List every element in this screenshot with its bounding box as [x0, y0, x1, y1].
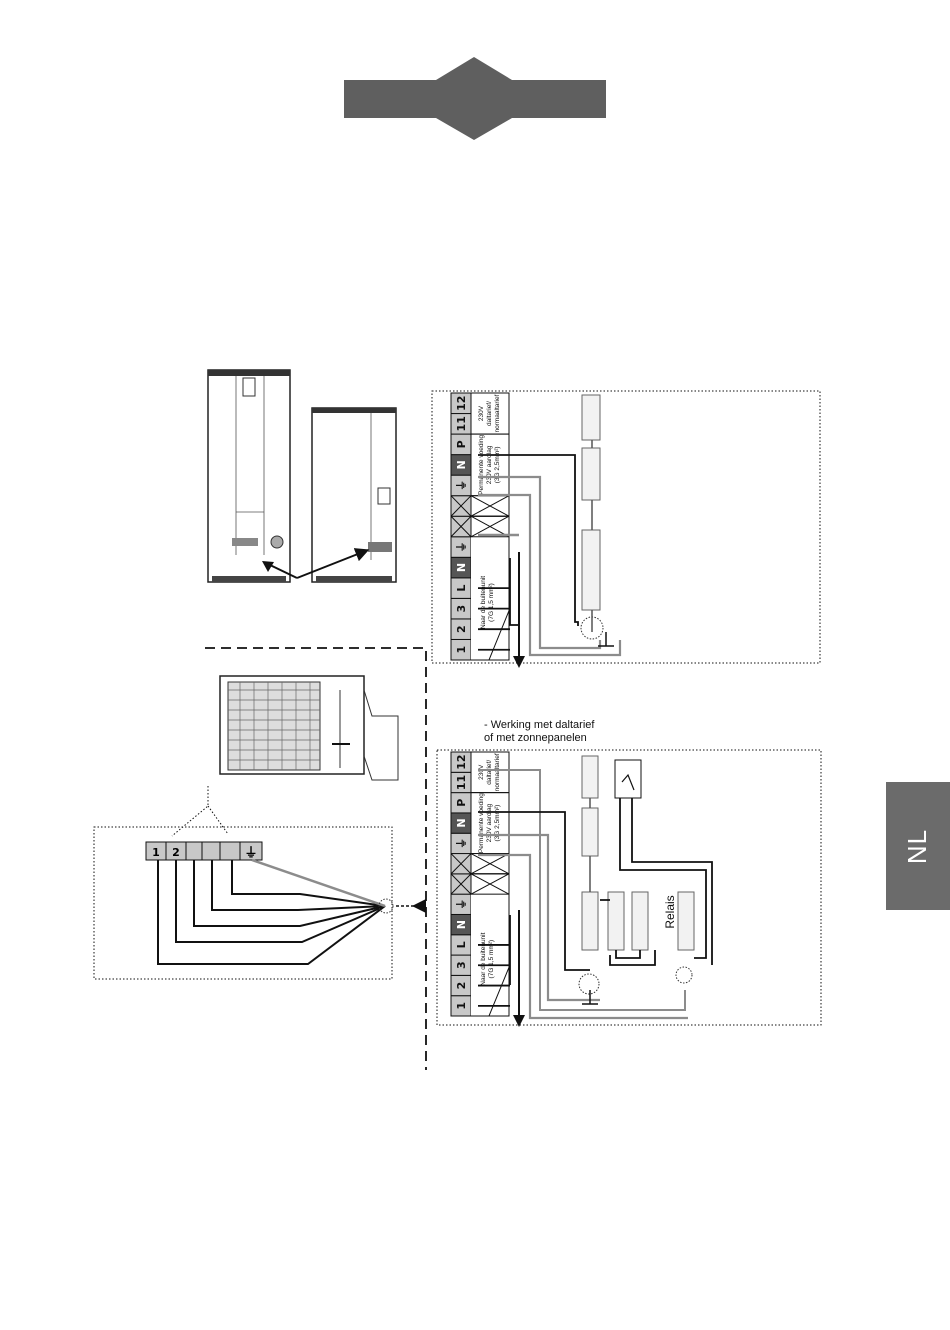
- tariff-note-line1: - Werking met daltarief: [484, 719, 595, 731]
- outdoor-wires: [157, 860, 386, 965]
- tariff-note-line2: of met zonnepanelen: [484, 732, 587, 744]
- breaker-2-4: [631, 891, 649, 951]
- outdoor-label-1-1: (7G 1,5 mm²): [488, 583, 495, 622]
- breaker-1-0: [581, 394, 601, 441]
- power-label-1-0: Permanente voeding: [478, 435, 485, 495]
- terminal-label-1-11: 11: [455, 416, 468, 431]
- power-label-1-2: (3G 2,5mm²): [494, 446, 501, 483]
- power-label-2-1: 230V aardlag: [486, 803, 493, 842]
- breaker-2-5: [677, 891, 695, 951]
- language-tab[interactable]: NL: [886, 782, 950, 910]
- outdoor-label-2-0: Naar de buitenunit: [480, 932, 487, 985]
- outdoor-terminal-strip: 1 2 ⏚: [145, 841, 263, 861]
- terminal-label-2-5: ⏚: [455, 899, 468, 910]
- terminal-label-1-3: L: [455, 585, 468, 592]
- earth-wire-1b: [478, 493, 622, 657]
- terminal-label-2-0: 1: [455, 1002, 468, 1010]
- earth-wire-2: [478, 853, 688, 1020]
- power-label-1-1: 230V aardlag: [486, 445, 493, 484]
- live-wire-1: [478, 454, 579, 626]
- left-arrow-icon: [412, 899, 426, 913]
- ground-symbol-1: [598, 632, 614, 647]
- breaker-1-2: [581, 529, 601, 611]
- terminal-label-1-10: P: [455, 440, 468, 448]
- breaker-1-1: [581, 447, 601, 501]
- outdoor-unit-illustration: [219, 675, 399, 781]
- terminal-label-2-12: 12: [455, 754, 468, 769]
- up-arrow-icon: [436, 57, 512, 80]
- outdoor-terminal-2: 2: [172, 846, 180, 859]
- terminal-label-2-3: L: [455, 941, 468, 948]
- live-wire-2: [478, 811, 590, 971]
- down-arrow-icon: [513, 656, 525, 668]
- breaker-2-2: [581, 891, 599, 951]
- power-label-2-0: Permanente voeding: [478, 793, 485, 853]
- power-label-2-2: (3G 2,5mm²): [494, 805, 501, 842]
- terminal-label-1-5: ⏚: [455, 542, 468, 553]
- breaker-2-3: [607, 891, 625, 951]
- relay-wire-b: [631, 798, 713, 965]
- tariff-label-2-2: normaaltarief: [494, 753, 501, 791]
- terminal-label-1-9: N: [455, 460, 468, 469]
- down-arrow-icon-2: [513, 1015, 525, 1027]
- breaker-2-1: [581, 807, 599, 857]
- terminal-label-2-9: N: [455, 818, 468, 827]
- terminal-label-2-8: ⏚: [455, 838, 468, 849]
- terminal-label-2-11: 11: [455, 775, 468, 790]
- outdoor-terminal-earth: ⏚: [244, 846, 257, 861]
- timer-switch-icon: [614, 759, 642, 799]
- tariff-label-1-1: daltarief/: [486, 401, 493, 426]
- terminal-label-1-8: ⏚: [455, 480, 468, 491]
- tariff-label-1-0: 230V: [478, 405, 485, 421]
- indoor-unit-illustration: [207, 369, 397, 583]
- relay-label: Relais: [663, 895, 677, 928]
- terminal-label-2-2: 3: [455, 961, 468, 969]
- tariff-wire-2: [478, 769, 686, 1011]
- breaker-2-0: [581, 755, 599, 799]
- terminal-label-1-12: 12: [455, 396, 468, 411]
- terminal-label-2-1: 2: [455, 982, 468, 990]
- tariff-label-1-2: normaaltarief: [494, 394, 501, 432]
- neutral-wire-2: [478, 833, 600, 1002]
- tariff-label-2-0: 230V: [478, 764, 485, 780]
- terminal-label-1-1: 2: [455, 625, 468, 633]
- tariff-label-2-1: daltarief/: [486, 760, 493, 785]
- outdoor-terminal-1: 1: [152, 846, 160, 859]
- terminal-label-1-4: N: [455, 563, 468, 572]
- tariff-note: - Werking met daltarief of met zonnepane…: [484, 719, 594, 745]
- ground-symbol-2: [582, 990, 598, 1005]
- tariff-wiring-box: [436, 749, 822, 1026]
- relay-wire-a: [619, 798, 707, 959]
- terminal-label-1-2: 3: [455, 605, 468, 613]
- terminal-label-1-0: 1: [455, 646, 468, 654]
- outdoor-terminal-box: [93, 826, 393, 980]
- down-arrow-icon: [436, 118, 512, 140]
- terminal-label-2-4: N: [455, 920, 468, 929]
- title-bar: [344, 80, 606, 118]
- terminal-label-2-10: P: [455, 799, 468, 807]
- outdoor-label-2-1: (7G 1,5 mm²): [488, 940, 495, 979]
- outdoor-label-1-0: Naar de buitenunit: [480, 576, 487, 629]
- standard-wiring-box: [431, 390, 821, 664]
